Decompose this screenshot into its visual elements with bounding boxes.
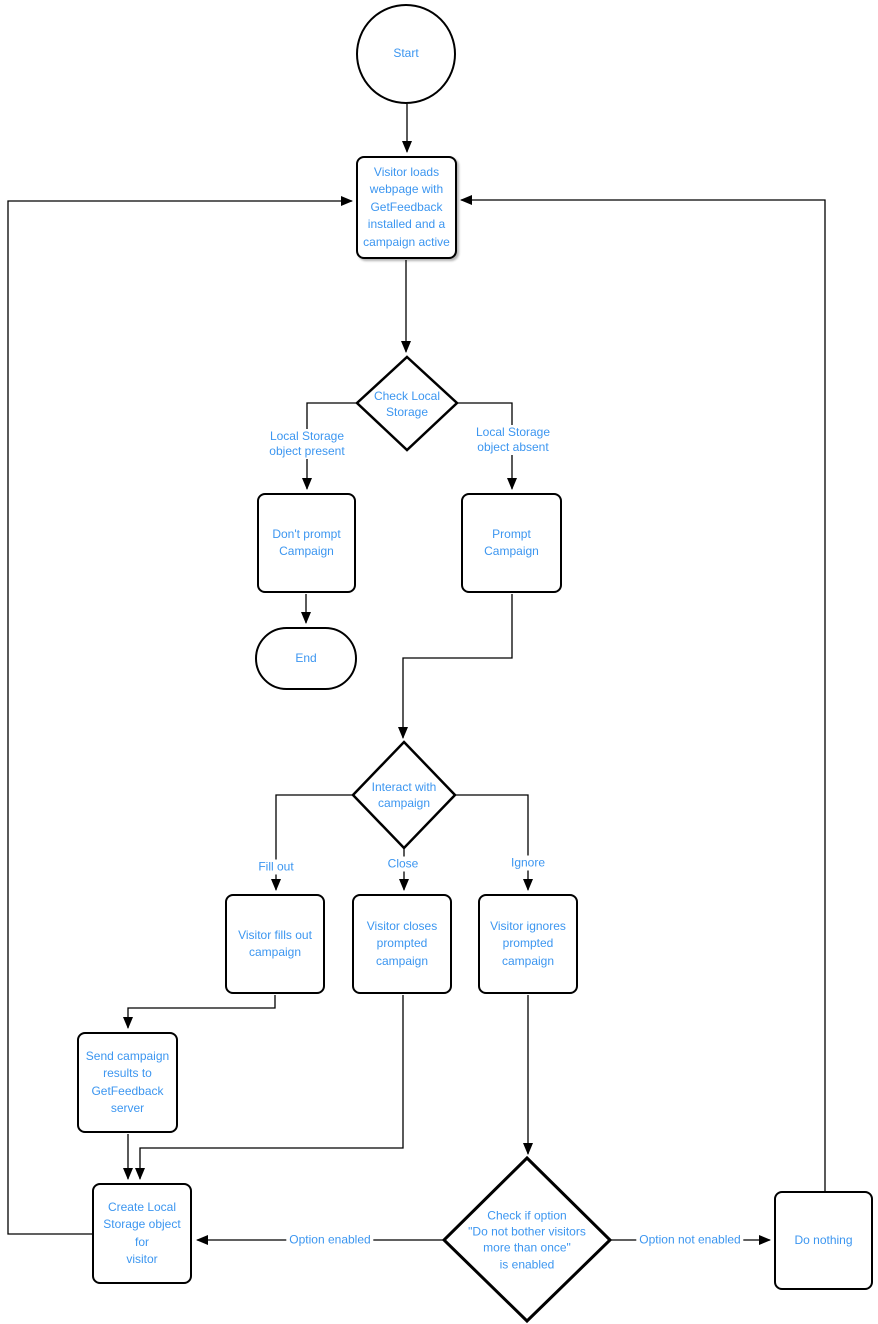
node-visitor-closes: Visitor closes prompted campaign bbox=[352, 894, 452, 994]
node-do-nothing-label: Do nothing bbox=[794, 1232, 853, 1247]
edge-label-ignore: Ignore bbox=[507, 855, 549, 871]
check-option-label: Check if option "Do not bother visitors … bbox=[468, 1208, 586, 1272]
edge-fills-to-send bbox=[123, 995, 276, 1029]
node-create-local-storage-label: Create Local Storage object for visitor bbox=[103, 1199, 181, 1266]
edge-create-loopback bbox=[7, 196, 353, 1235]
node-end-label: End bbox=[295, 650, 317, 665]
node-dont-prompt-campaign-label: Don't prompt Campaign bbox=[272, 526, 341, 558]
node-prompt-campaign: Prompt Campaign bbox=[461, 493, 562, 593]
edge-do-nothing-loopback bbox=[460, 195, 826, 1191]
edge-storage-absent bbox=[457, 402, 517, 490]
node-dont-prompt-campaign: Don't prompt Campaign bbox=[257, 493, 356, 593]
node-visitor-loads-label: Visitor loads webpage with GetFeedback i… bbox=[363, 165, 450, 249]
edge-closes-to-create bbox=[135, 995, 404, 1180]
node-start: Start bbox=[356, 4, 456, 104]
node-visitor-loads: Visitor loads webpage with GetFeedback i… bbox=[356, 156, 457, 259]
edge-label-close: Close bbox=[384, 856, 422, 872]
edge-fill-out bbox=[271, 794, 353, 891]
check-local-storage-diamond bbox=[355, 355, 459, 452]
node-start-label: Start bbox=[393, 46, 419, 61]
node-visitor-fills-out-label: Visitor fills out campaign bbox=[238, 927, 312, 959]
node-create-local-storage: Create Local Storage object for visitor bbox=[92, 1183, 192, 1284]
node-send-results-label: Send campaign results to GetFeedback ser… bbox=[85, 1048, 170, 1115]
edge-storage-present bbox=[302, 402, 357, 490]
interact-with-campaign-label: Interact with campaign bbox=[371, 779, 437, 810]
node-do-nothing: Do nothing bbox=[774, 1191, 873, 1290]
node-visitor-ignores-label: Visitor ignores prompted campaign bbox=[490, 918, 566, 968]
edge-label-option-not-enabled: Option not enabled bbox=[636, 1232, 744, 1248]
node-send-results: Send campaign results to GetFeedback ser… bbox=[77, 1032, 178, 1133]
edge-label-storage-absent: Local Storage object absent bbox=[472, 425, 554, 455]
edge-label-fill-out: Fill out bbox=[255, 859, 297, 875]
interact-with-campaign-diamond bbox=[351, 740, 457, 850]
edge-label-option-enabled: Option enabled bbox=[286, 1232, 374, 1248]
edge-prompt-to-interact bbox=[398, 594, 513, 739]
check-local-storage-label: Check Local Storage bbox=[373, 388, 441, 419]
check-option-diamond bbox=[441, 1155, 613, 1324]
node-visitor-closes-label: Visitor closes prompted campaign bbox=[366, 918, 438, 968]
node-prompt-campaign-label: Prompt Campaign bbox=[484, 526, 539, 558]
node-end: End bbox=[255, 627, 357, 690]
edge-label-storage-present: Local Storage object present bbox=[266, 429, 348, 459]
node-visitor-fills-out: Visitor fills out campaign bbox=[225, 894, 325, 994]
edge-ignore bbox=[455, 794, 533, 891]
node-visitor-ignores: Visitor ignores prompted campaign bbox=[478, 894, 578, 994]
